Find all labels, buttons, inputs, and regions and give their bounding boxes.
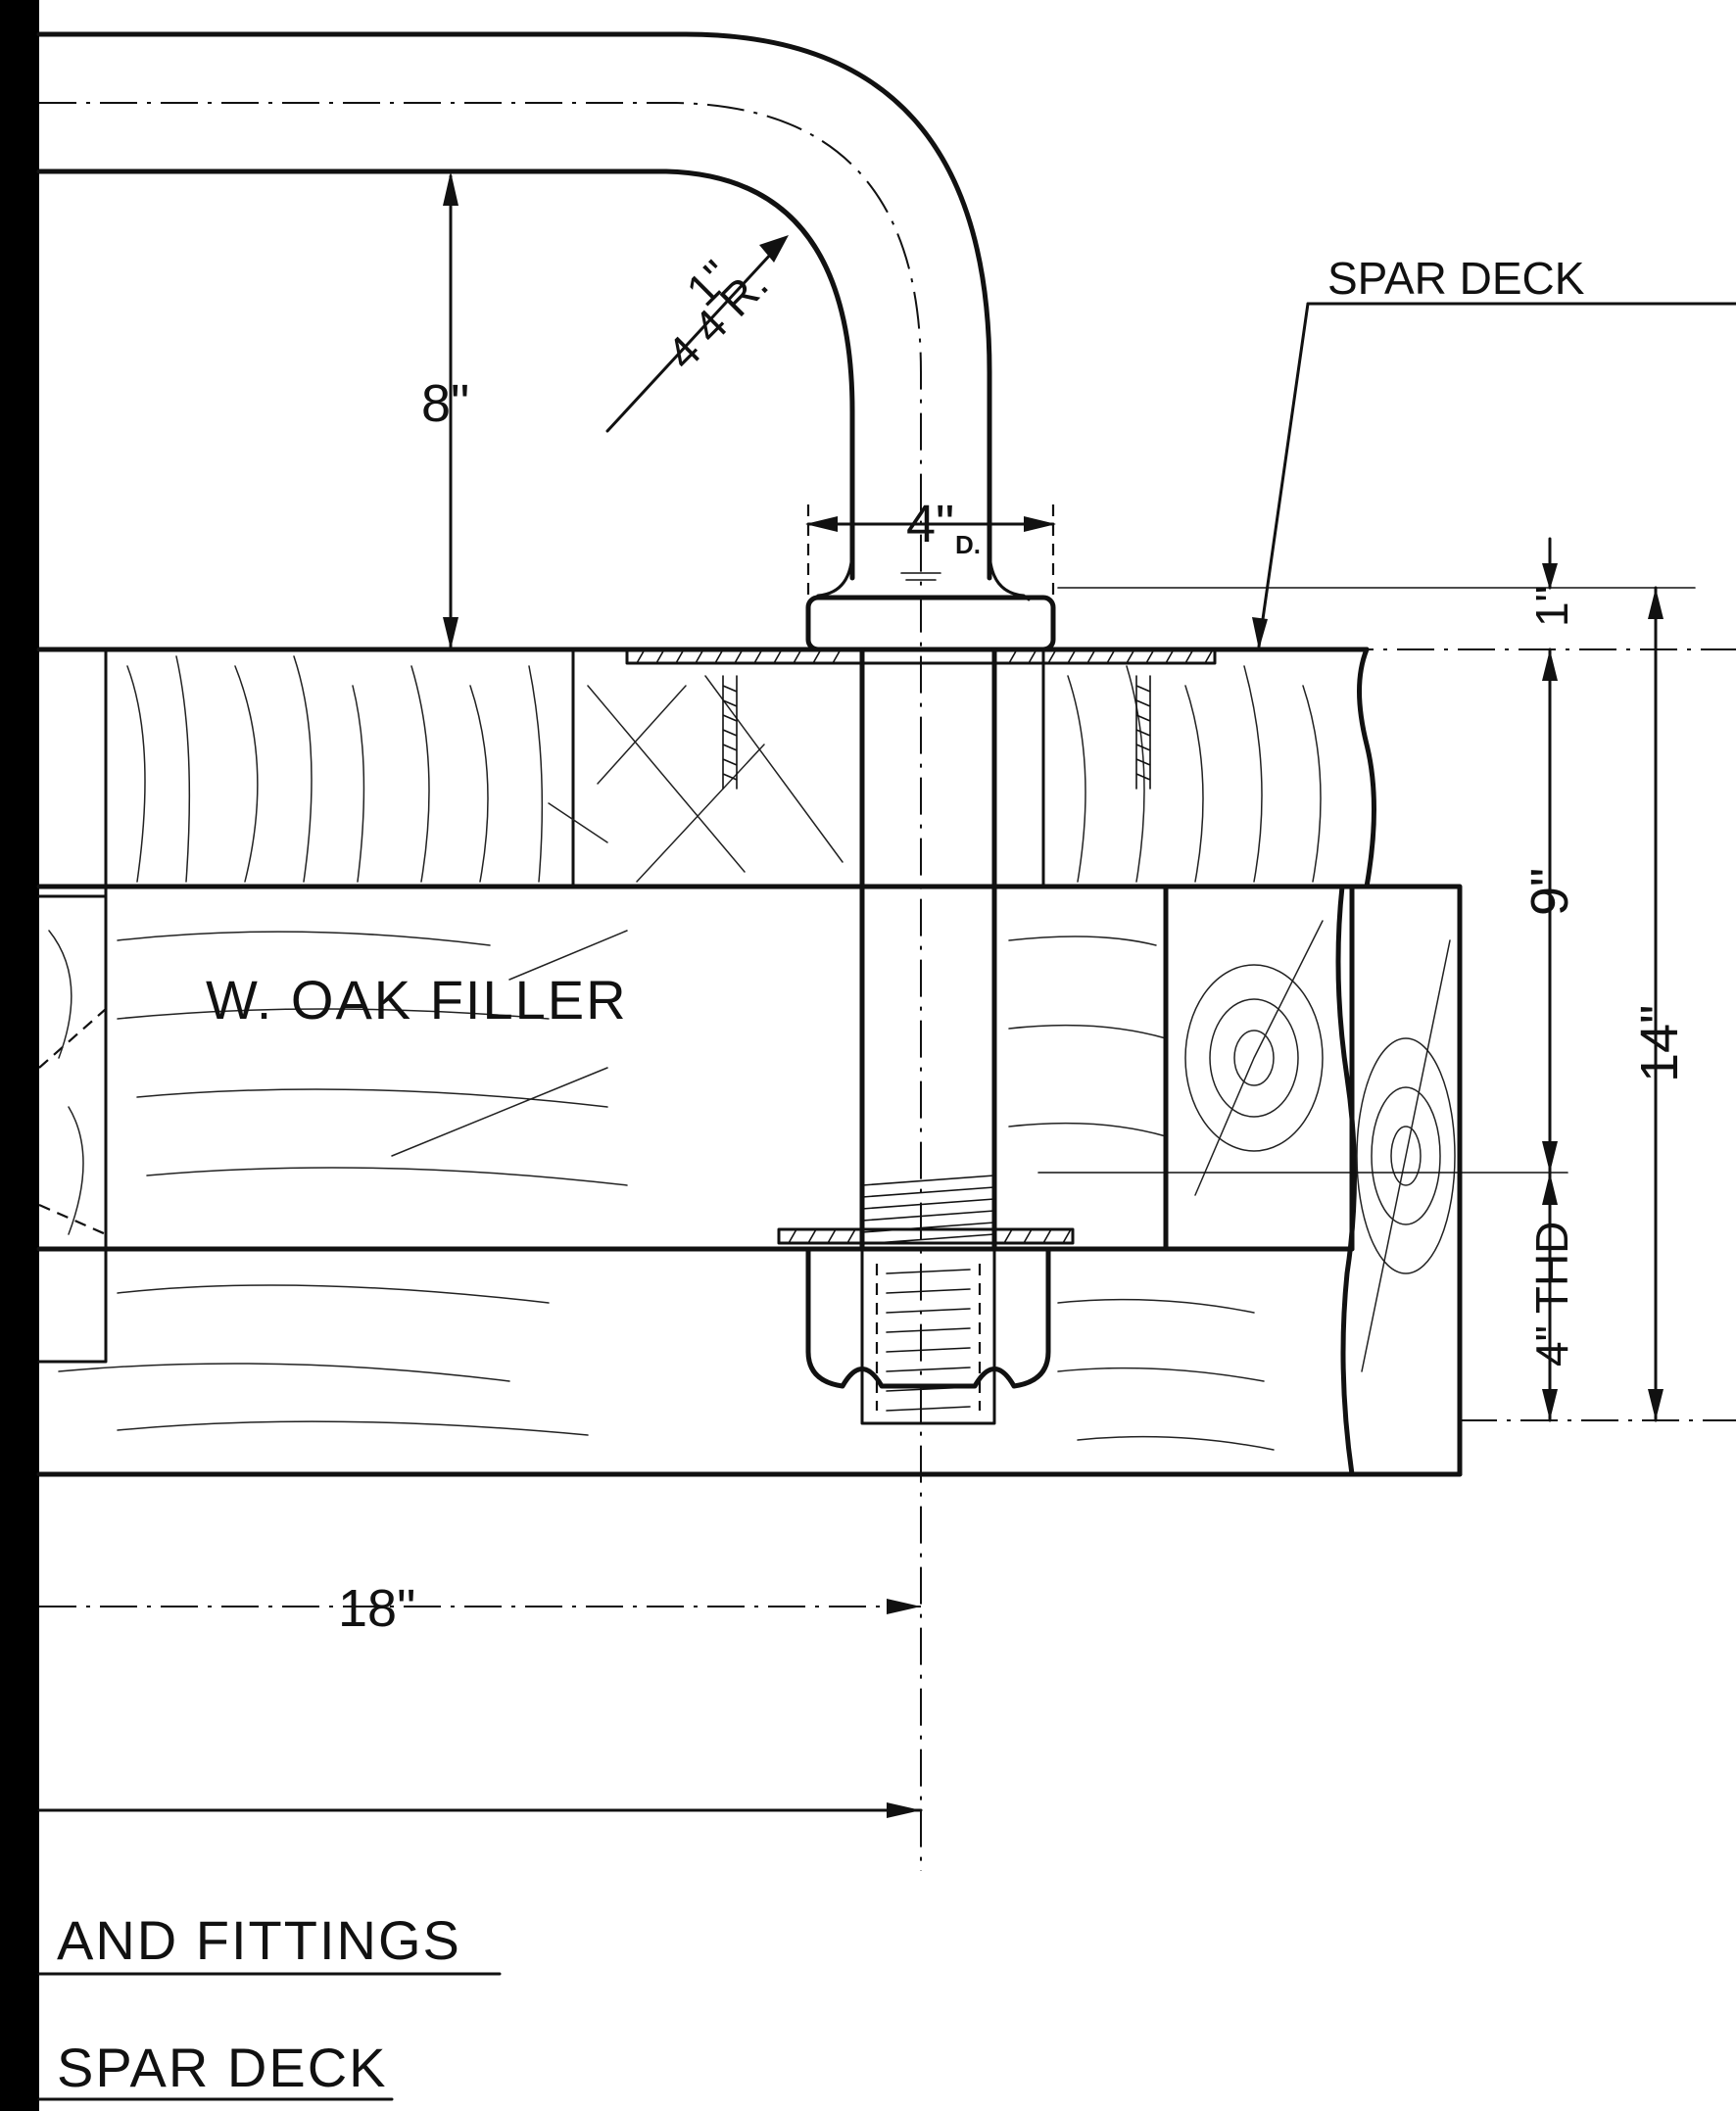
deck-plate <box>625 648 1217 665</box>
spar-deck-leader-label: SPAR DECK <box>1327 253 1585 304</box>
lower-beam <box>36 1284 1463 1477</box>
end-grain-timbers <box>1163 884 1463 1477</box>
dimensions <box>37 171 1736 2101</box>
title-line-2: SPAR DECK <box>57 2037 387 2098</box>
margin-bar <box>0 0 39 2111</box>
bolt-shank <box>859 647 997 1252</box>
base-collar <box>805 595 1056 652</box>
dim-thread-length: 4" THD <box>1526 1222 1577 1367</box>
washer-nut <box>777 1227 1075 1425</box>
dim-bar-diameter: 4" <box>906 495 954 553</box>
filler-beam <box>36 885 1355 1252</box>
filler-label: W. OAK FILLER <box>206 969 628 1031</box>
dim-plate-thickness: 1" <box>1526 586 1577 627</box>
deck-planks <box>36 647 1453 889</box>
dim-bend-height: 8" <box>421 374 469 433</box>
dim-bar-diameter-unit: D. <box>955 530 981 559</box>
u-bar <box>36 31 1031 1871</box>
dim-total-height: 14" <box>1630 1005 1689 1082</box>
left-post <box>37 894 108 1364</box>
dim-deck-thickness: 9" <box>1520 868 1579 916</box>
dim-half-span: 18" <box>338 1579 415 1638</box>
title-line-1: AND FITTINGS <box>57 1909 461 1971</box>
